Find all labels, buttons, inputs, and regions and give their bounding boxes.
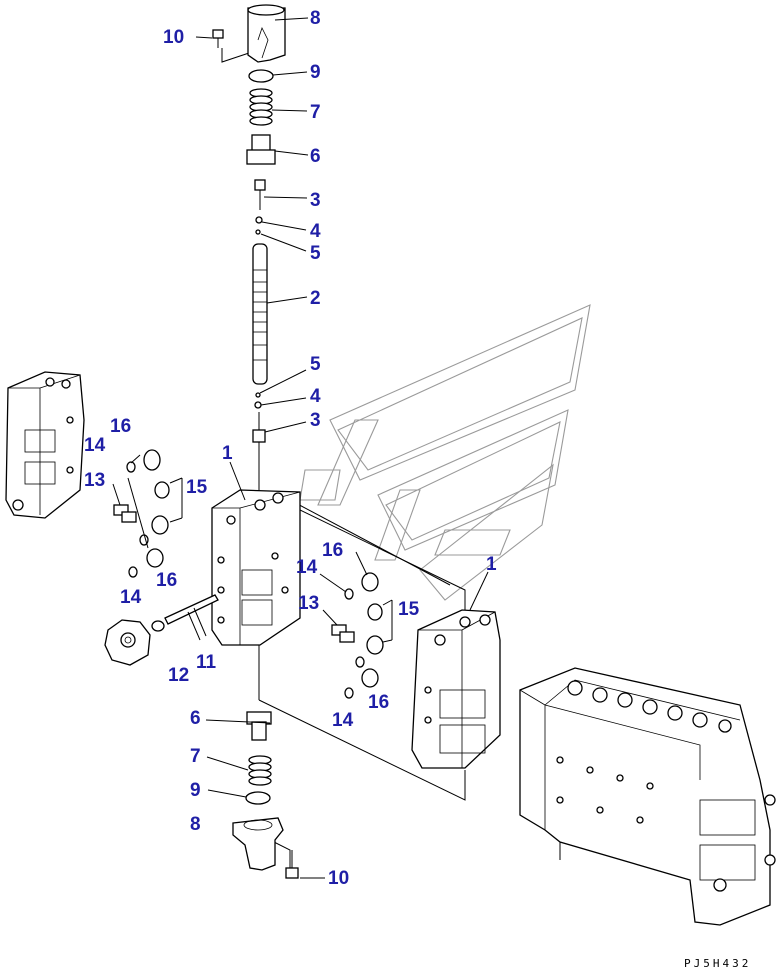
callout-7-top: 7 [310, 102, 321, 123]
callout-5-mid: 5 [310, 354, 321, 375]
callout-7-bot: 7 [190, 746, 201, 767]
assembly-lines [221, 48, 466, 868]
retainer-bottom-part [246, 711, 272, 741]
control-valve-assembly [519, 667, 776, 926]
callout-5-top: 5 [310, 243, 321, 264]
drawing-code: PJ5H432 [684, 957, 751, 970]
callout-16-left: 16 [110, 416, 131, 437]
washer-4-mid [254, 401, 262, 409]
callout-6-top: 6 [310, 146, 321, 167]
bolt-top-part [212, 29, 224, 48]
callout-6-bot: 6 [190, 708, 201, 729]
oring-top-part [248, 69, 274, 83]
callout-15-left: 15 [186, 477, 208, 498]
callout-1-right: 1 [486, 554, 497, 575]
callout-10-bot: 10 [328, 868, 349, 889]
relief-valve-part [104, 619, 151, 666]
ring-5-mid [255, 392, 261, 398]
spring-bottom-part [248, 755, 272, 786]
spring-top-part [249, 88, 273, 126]
callout-13-right: 13 [298, 593, 319, 614]
callout-3-top: 3 [310, 190, 321, 211]
callout-15-right: 15 [398, 599, 420, 620]
callout-8-bot: 8 [190, 814, 201, 835]
ring-5-top [255, 229, 261, 235]
cap-top-part [247, 4, 286, 63]
callout-13-left: 13 [84, 470, 105, 491]
watermark-logo [299, 304, 591, 601]
callout-12: 12 [168, 665, 189, 686]
plug-mid-part [252, 412, 266, 443]
callout-9-bot: 9 [190, 780, 201, 801]
retainer-top-part [246, 134, 276, 165]
plug-top-part [254, 179, 266, 210]
bolt-bottom-part [285, 850, 299, 879]
callout-16-left-low: 16 [156, 570, 177, 591]
callout-16-right: 16 [322, 540, 343, 561]
callout-1-left: 1 [222, 443, 233, 464]
callout-14-right: 14 [296, 557, 318, 578]
pins-11-12 [151, 594, 219, 641]
callout-14-right-low: 14 [332, 710, 354, 731]
callout-14-left-low: 14 [120, 587, 142, 608]
valve-section-right [411, 609, 501, 769]
valve-section-left [211, 489, 301, 646]
seals-left [113, 449, 183, 578]
callout-16-right-low: 16 [368, 692, 389, 713]
callout-4-mid: 4 [310, 386, 321, 407]
callout-14-left: 14 [84, 435, 106, 456]
valve-assembly-farleft [5, 371, 85, 519]
leader-lines [112, 17, 489, 879]
callout-labels: 8 10 9 7 6 3 4 5 2 5 4 3 1 16 14 13 15 1… [84, 8, 497, 889]
spool-part [252, 243, 268, 385]
callout-9-top: 9 [310, 62, 321, 83]
callout-8-top: 8 [310, 8, 321, 29]
cap-bottom-part [232, 817, 284, 871]
callout-10-top: 10 [163, 27, 184, 48]
washer-4-top [255, 216, 263, 224]
callout-2: 2 [310, 288, 321, 309]
callout-11: 11 [196, 652, 217, 673]
callout-4-top: 4 [310, 221, 321, 242]
oring-bottom-part [245, 791, 271, 805]
callout-3-mid: 3 [310, 410, 321, 431]
seals-right [331, 572, 393, 699]
